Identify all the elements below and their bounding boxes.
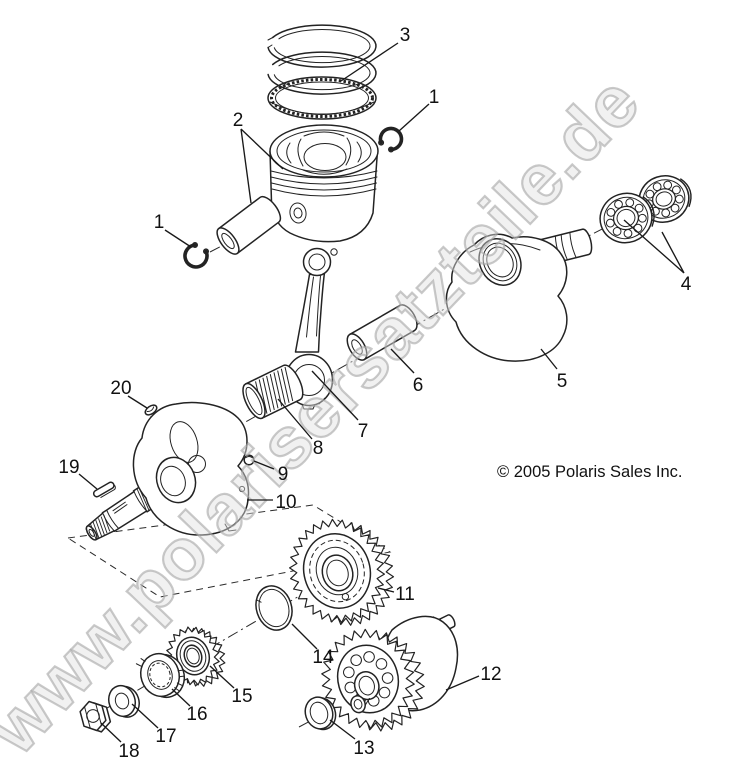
- needle-bearing: [242, 364, 304, 420]
- balance-gear: [166, 626, 226, 687]
- callout-1-right: 1: [429, 87, 440, 108]
- circlip-left: [183, 241, 209, 269]
- bolt: [243, 454, 255, 466]
- callout-18: 18: [118, 741, 139, 762]
- circlip-right: [378, 126, 404, 153]
- lock-nut: [135, 652, 186, 699]
- callout-9: 9: [278, 464, 289, 485]
- crankshaft-right-half: [445, 228, 593, 362]
- drive-gear: [288, 518, 395, 626]
- callout-7: 7: [358, 421, 369, 442]
- callout-4: 4: [681, 274, 692, 295]
- crankshaft-left-half: [85, 401, 250, 541]
- callout-12: 12: [480, 664, 501, 685]
- wrist-pin: [216, 195, 282, 255]
- callout-labels: 1 1 2 3 4 5 6 7 8 9 10 11 12 13 14 15 16…: [58, 25, 691, 762]
- woodruff-key: [92, 481, 116, 498]
- copyright-text: © 2005 Polaris Sales Inc.: [497, 463, 683, 481]
- washer: [107, 684, 140, 718]
- thrust-washer: [304, 696, 337, 731]
- callout-14: 14: [312, 647, 334, 668]
- callout-16: 16: [186, 704, 207, 725]
- piston-rings: [267, 24, 377, 120]
- dowel-pin: [144, 404, 158, 416]
- callout-10: 10: [275, 492, 296, 513]
- crank-pin: [346, 304, 418, 361]
- hex-nut: [79, 700, 112, 733]
- callout-19: 19: [58, 457, 79, 478]
- callout-2: 2: [233, 110, 244, 131]
- balance-shaft: [321, 614, 459, 732]
- callout-13: 13: [353, 738, 374, 759]
- callout-11: 11: [395, 584, 415, 605]
- ball-bearing-left: [599, 192, 655, 244]
- callout-8: 8: [313, 438, 324, 459]
- piston: [269, 124, 379, 243]
- snap-ring: [255, 585, 293, 631]
- callout-15: 15: [231, 686, 252, 707]
- callout-17: 17: [155, 726, 176, 747]
- callout-leaders: [78, 42, 685, 743]
- callout-3: 3: [400, 25, 411, 46]
- callout-6: 6: [413, 375, 424, 396]
- callout-1-left: 1: [154, 212, 165, 233]
- callout-20: 20: [110, 378, 131, 399]
- callout-5: 5: [557, 371, 568, 392]
